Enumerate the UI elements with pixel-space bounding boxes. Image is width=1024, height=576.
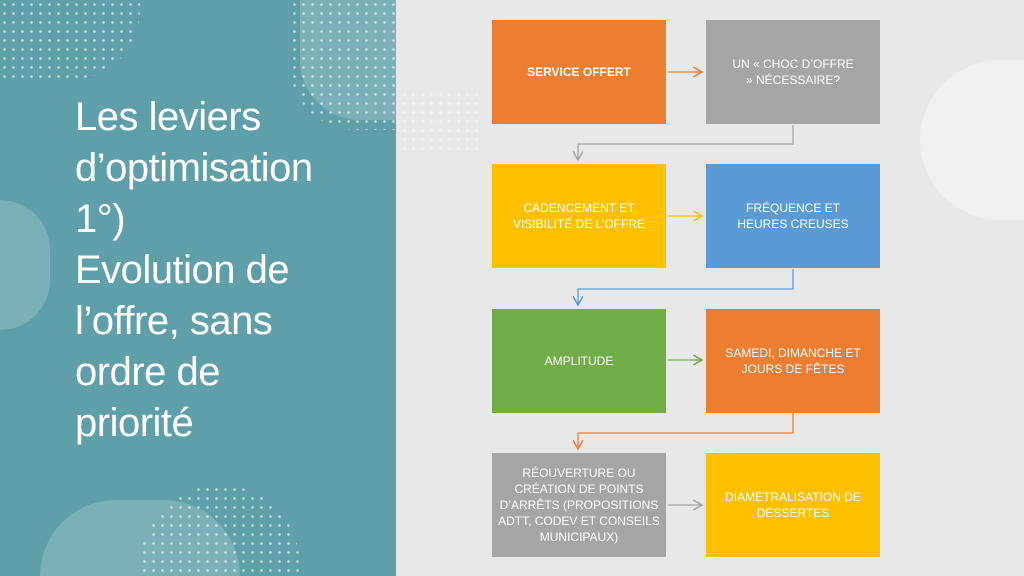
slide-title: Les leviers d’optimisation 1°) Evolution… xyxy=(75,95,313,445)
decorative-dots xyxy=(400,90,480,150)
box-label: SERVICE OFFERT xyxy=(527,65,631,79)
box-service-offert: SERVICE OFFERT xyxy=(492,20,666,124)
connector-down xyxy=(578,413,794,449)
box-label: RÉOUVERTURE OU CRÉATION DE POINTS D’ARRÊ… xyxy=(498,466,660,544)
box-week-end: SAMEDI, DIMANCHE ET JOURS DE FÊTES xyxy=(706,309,880,413)
box-label: UN « CHOC D’OFFRE » NÉCESSAIRE? xyxy=(732,57,854,87)
title-panel: Les leviers d’optimisation 1°) Evolution… xyxy=(0,0,396,576)
box-label: AMPLITUDE xyxy=(544,354,614,368)
box-choc-offre: UN « CHOC D’OFFRE » NÉCESSAIRE? xyxy=(706,20,880,124)
box-points-arret: RÉOUVERTURE OU CRÉATION DE POINTS D’ARRÊ… xyxy=(492,453,666,557)
box-cadencement: CADENCEMENT ET VISIBILITÉ DE L’OFFRE xyxy=(492,164,666,268)
connector-down xyxy=(578,269,794,305)
decorative-dots xyxy=(290,0,396,130)
box-label: DIAMÉTRALISATION DE DESSERTES xyxy=(725,490,861,520)
box-frequence: FRÉQUENCE ET HEURES CREUSES xyxy=(706,164,880,268)
box-amplitude: AMPLITUDE xyxy=(492,309,666,413)
connector-down xyxy=(578,125,794,160)
box-label: FRÉQUENCE ET HEURES CREUSES xyxy=(737,201,849,231)
box-diametralisation: DIAMÉTRALISATION DE DESSERTES xyxy=(706,453,880,557)
box-label: SAMEDI, DIMANCHE ET JOURS DE FÊTES xyxy=(725,346,861,376)
decorative-blob xyxy=(40,500,240,576)
box-label: CADENCEMENT ET VISIBILITÉ DE L’OFFRE xyxy=(512,201,646,231)
